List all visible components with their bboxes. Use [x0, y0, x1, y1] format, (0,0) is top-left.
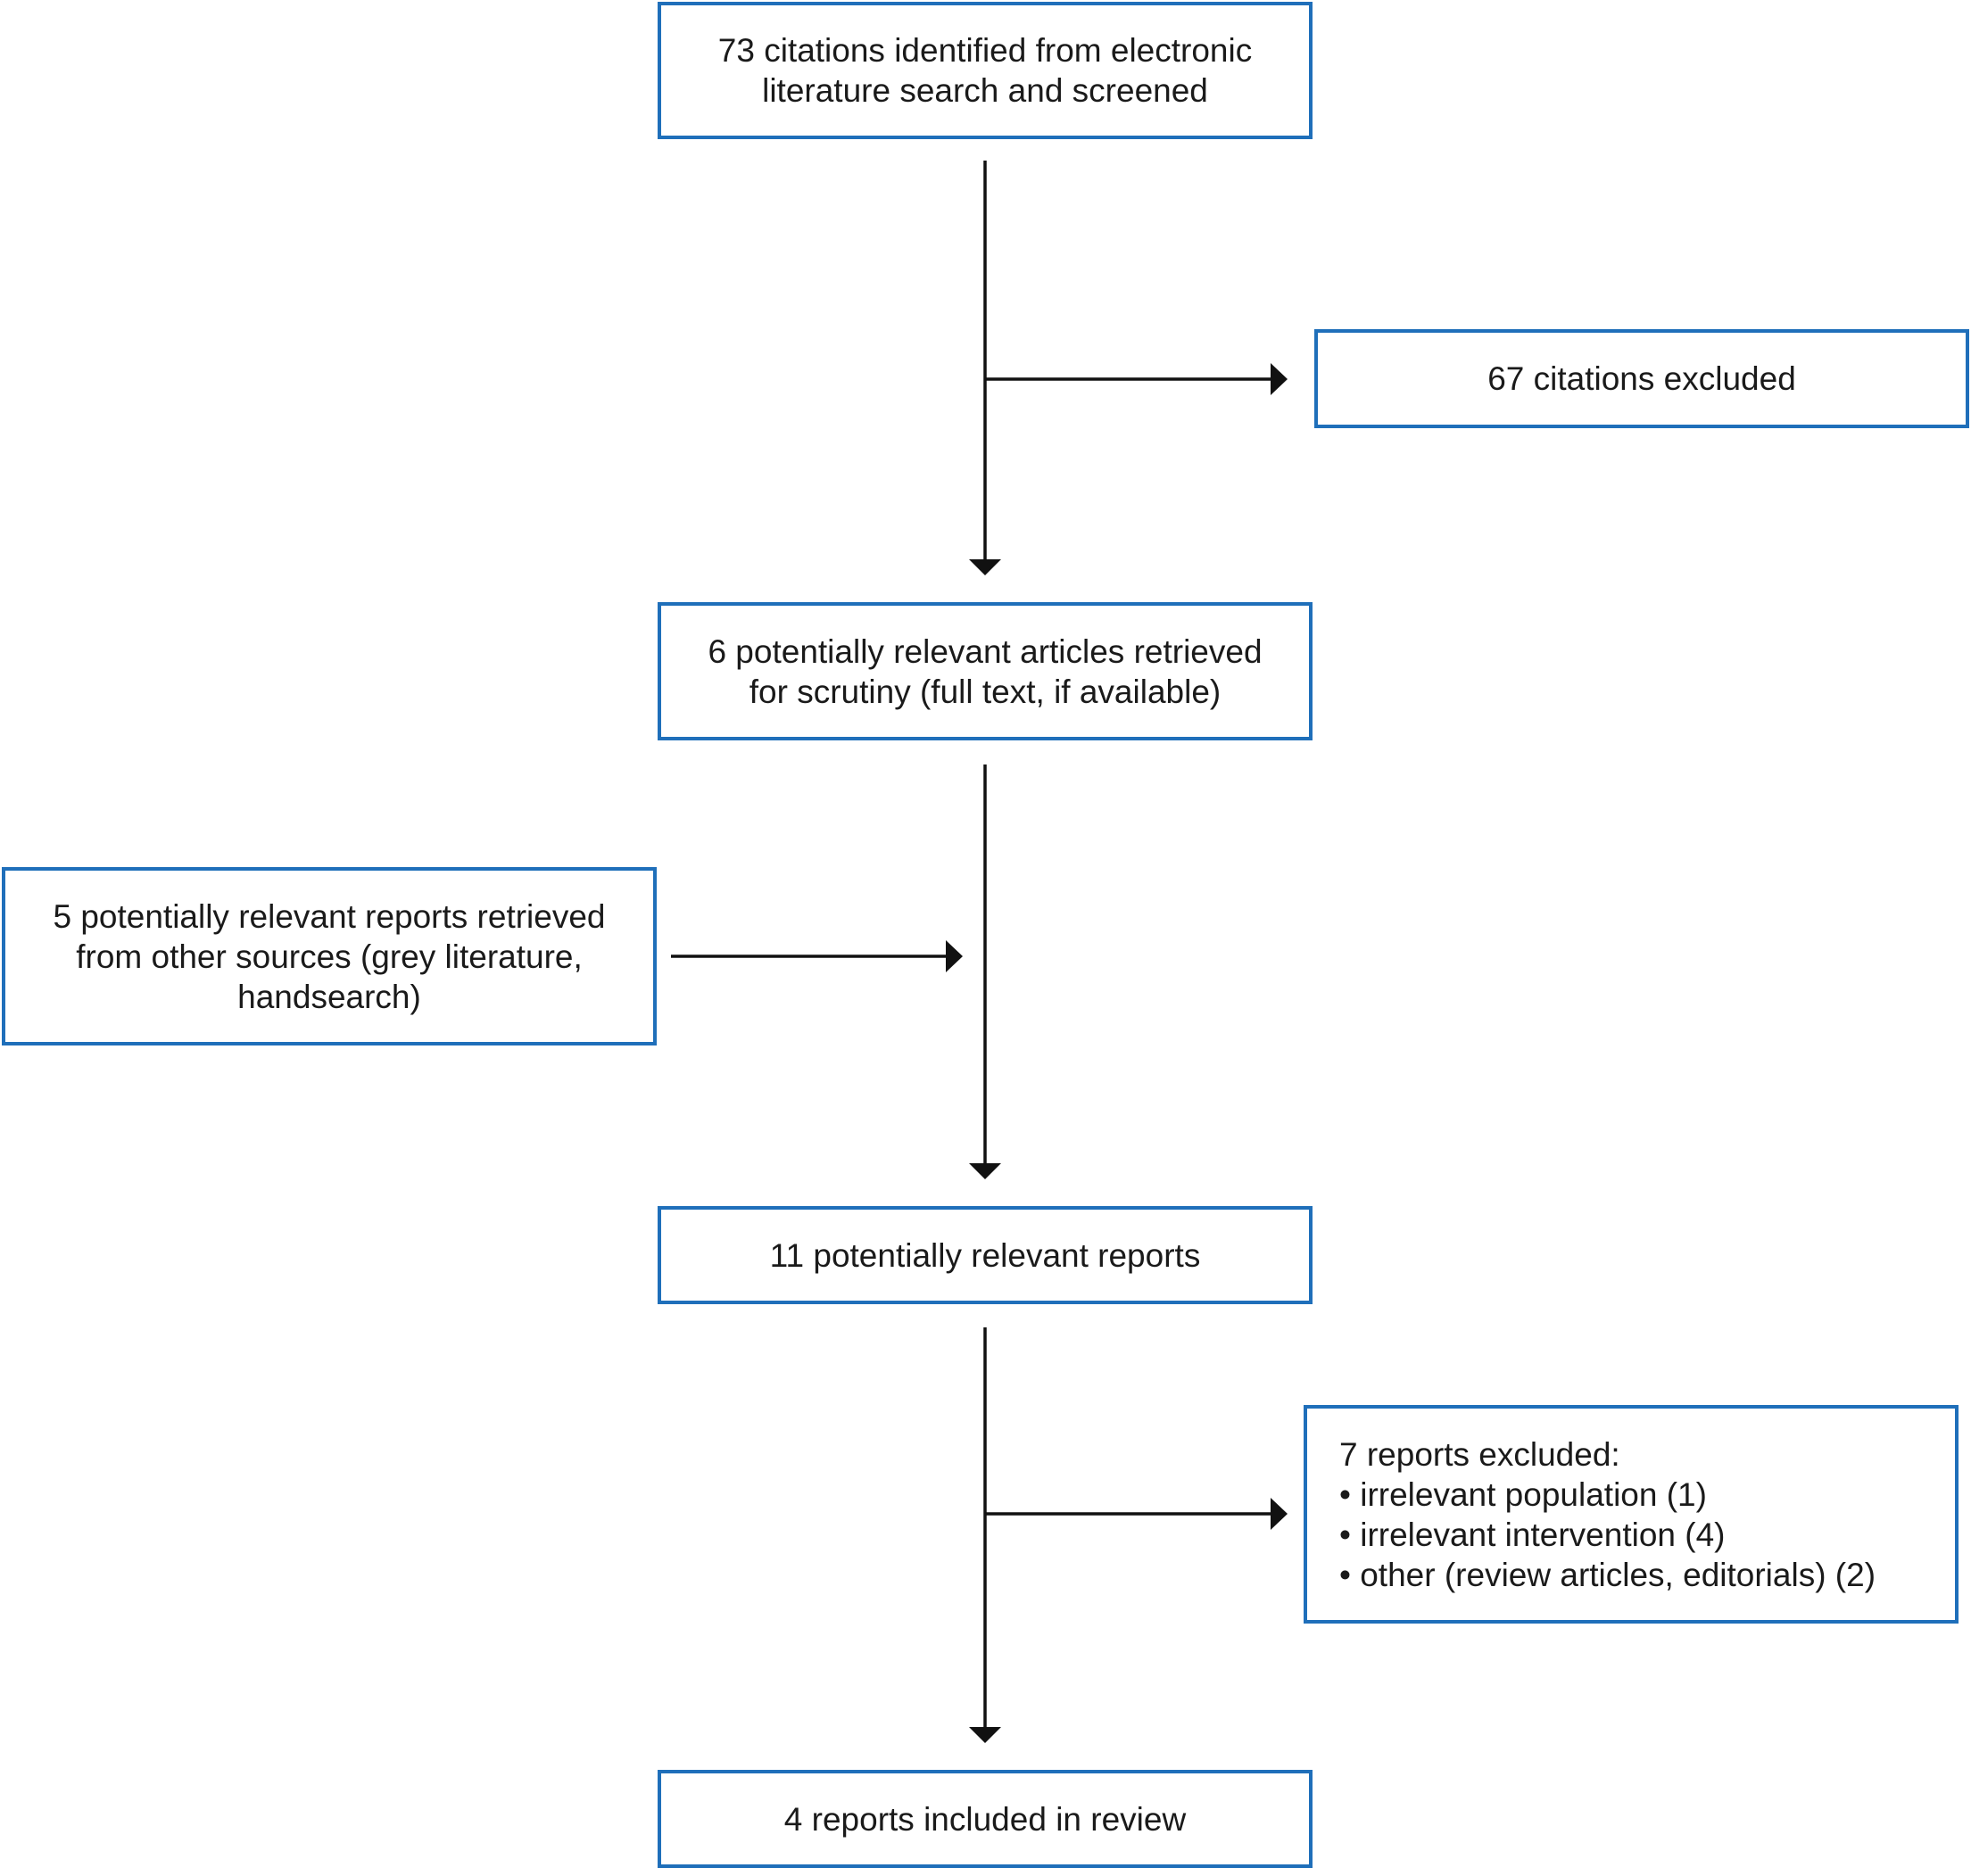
arrowhead-down [969, 1727, 1001, 1743]
box-articles-retrieved-label: 6 potentially relevant articles retrieve… [708, 632, 1263, 710]
box-reports-included-label: 4 reports included in review [783, 1800, 1187, 1838]
box-relevant-reports-label: 11 potentially relevant reports [769, 1236, 1201, 1274]
box-citations-excluded: 67 citations excluded [1314, 329, 1969, 428]
arrowhead-down [969, 1163, 1001, 1179]
box-reports-included: 4 reports included in review [658, 1770, 1313, 1868]
exclusion-reason-item: • other (review articles, editorials) (2… [1339, 1556, 1876, 1593]
box-reports-excluded-heading: 7 reports excluded: [1339, 1435, 1620, 1473]
arrowhead-right [1271, 1498, 1288, 1530]
box-articles-retrieved: 6 potentially relevant articles retrieve… [658, 602, 1313, 740]
box-citations-excluded-label: 67 citations excluded [1487, 360, 1796, 397]
box-citations-identified-label: 73 citations identified from electronic … [717, 32, 1253, 109]
arrowhead-right [1271, 363, 1288, 395]
exclusion-reason-item: • irrelevant population (1) [1339, 1475, 1707, 1513]
box-other-sources: 5 potentially relevant reports retrieved… [2, 867, 657, 1045]
box-relevant-reports: 11 potentially relevant reports [658, 1206, 1313, 1304]
box-other-sources-label: 5 potentially relevant reports retrieved… [53, 897, 606, 1015]
arrowhead-right [946, 940, 963, 972]
exclusion-reason-item: • irrelevant intervention (4) [1339, 1516, 1726, 1553]
box-reports-excluded: 7 reports excluded: • irrelevant populat… [1304, 1405, 1959, 1624]
box-citations-identified: 73 citations identified from electronic … [658, 2, 1313, 139]
arrowhead-down [969, 559, 1001, 575]
box-reports-excluded-content: 7 reports excluded: • irrelevant populat… [1339, 1434, 1876, 1595]
